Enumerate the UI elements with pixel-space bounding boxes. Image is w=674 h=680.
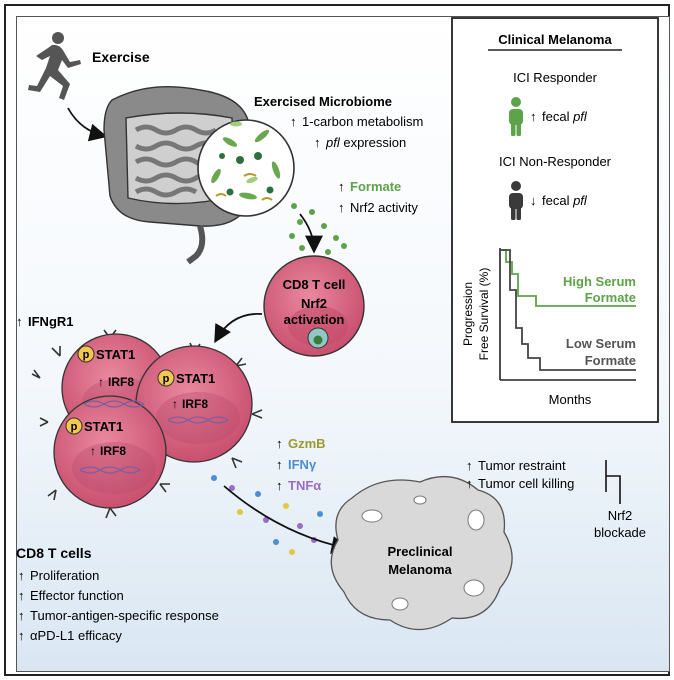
km-ylabel-1: Progression <box>461 282 475 346</box>
pfl-gene-label: pfl <box>325 135 341 150</box>
cd8-effects-title: CD8 T cells <box>16 545 92 561</box>
exercise-label: Exercise <box>92 49 150 65</box>
clinical-title: Clinical Melanoma <box>498 32 612 47</box>
stat1-label-2: STAT1 <box>176 371 215 386</box>
melanoma-label: Melanoma <box>388 562 452 577</box>
ifng-label: IFNγ <box>288 457 317 472</box>
dna-helices <box>79 400 229 474</box>
cd8-cell-nrf2: Nrf2 <box>301 296 327 311</box>
runner-icon <box>28 32 81 100</box>
clinical-panel: Clinical Melanoma ICI Responder ↑ fecal … <box>451 17 659 423</box>
nonresponder-pfl: fecal pfl <box>542 193 588 208</box>
microbiome-up-arrow-2: ↑ <box>314 135 321 150</box>
svg-text:↑: ↑ <box>18 628 25 643</box>
nonresponder-label: ICI Non-Responder <box>499 154 612 169</box>
km-survival-plot: Progression Free Survival (%) Months Hig… <box>461 248 636 407</box>
cd8-t-cell <box>263 255 365 357</box>
melanoma-tumor-icon <box>330 476 513 631</box>
phospho-p-2: p <box>163 373 170 385</box>
high-formate-label-1: High Serum <box>563 274 636 289</box>
inhibition-bracket <box>605 460 621 504</box>
nrf2-blockade-label-1: Nrf2 <box>608 508 633 523</box>
gzmb-label: GzmB <box>288 436 326 451</box>
cd8-cell-title: CD8 T cell <box>283 277 346 292</box>
responder-person-icon <box>509 97 523 136</box>
effect-item-1: Proliferation <box>30 568 99 583</box>
effect-item-4: αPD-L1 efficacy <box>30 628 122 643</box>
km-low-formate-curve <box>500 249 636 371</box>
formate-dots <box>289 203 347 255</box>
tumor-restraint-label: Tumor restraint <box>478 458 566 473</box>
cd8-effects-list: ↑ Proliferation ↑ Effector function ↑ Tu… <box>18 568 219 643</box>
irf8-up-2: ↑ <box>172 397 178 411</box>
low-formate-label-1: Low Serum <box>566 336 636 351</box>
exercise-arrow <box>67 107 108 142</box>
nonresponder-person-icon <box>509 181 523 220</box>
ifngr-up-arrow: ↑ <box>16 314 23 329</box>
cell-2-labels: p STAT1 ↑ IRF8 <box>157 369 215 411</box>
nrf2-blockade-label-2: blockade <box>594 525 646 540</box>
svg-text:↑: ↑ <box>18 568 25 583</box>
responder-pfl: fecal pfl <box>542 109 588 124</box>
cytokine-arrow <box>223 485 350 554</box>
cell-1-labels: p STAT1 ↑ IRF8 <box>77 345 135 389</box>
irf8-up-1: ↑ <box>98 375 104 389</box>
nonresponder-down: ↓ <box>530 193 537 208</box>
microbiome-title: Exercised Microbiome <box>254 94 392 109</box>
nrf2-up-arrow: ↑ <box>338 200 345 215</box>
stat1-label-1: STAT1 <box>96 347 135 362</box>
microbiome-zoom <box>197 119 295 217</box>
low-formate-label-2: Formate <box>585 353 636 368</box>
responder-label: ICI Responder <box>513 70 597 85</box>
nrf2-activity-label: Nrf2 activity <box>350 200 418 215</box>
tumor-killing-label: Tumor cell killing <box>478 476 574 491</box>
phospho-p-3: p <box>71 421 78 433</box>
phospho-p-1: p <box>83 349 90 361</box>
cytokine-dots <box>211 475 323 555</box>
cytokine-list: ↑ GzmB ↑ IFNγ ↑ TNFα <box>276 436 326 493</box>
tnfa-label: TNFα <box>288 478 321 493</box>
expression-label: expression <box>340 135 406 150</box>
cell-3-labels: p STAT1 ↑ IRF8 <box>65 417 126 458</box>
irf8-label-1: IRF8 <box>108 375 134 389</box>
irf8-label-2: IRF8 <box>182 397 208 411</box>
formate-up-arrow: ↑ <box>338 179 345 194</box>
ifng-up: ↑ <box>276 457 283 472</box>
activation-arrow <box>214 313 263 344</box>
ifngr-label: IFNgR1 <box>28 314 74 329</box>
tnfa-up: ↑ <box>276 478 283 493</box>
preclinical-label: Preclinical <box>387 544 452 559</box>
formate-label: Formate <box>350 179 401 194</box>
km-ylabel-2: Free Survival (%) <box>477 268 491 361</box>
km-xlabel: Months <box>549 392 592 407</box>
irf8-up-3: ↑ <box>90 444 96 458</box>
irf8-label-3: IRF8 <box>100 444 126 458</box>
restraint-up: ↑ <box>466 458 473 473</box>
high-formate-label-2: Formate <box>585 290 636 305</box>
cd8-cell-activation: activation <box>284 312 345 327</box>
svg-text:↑: ↑ <box>18 588 25 603</box>
formate-arrow <box>299 213 323 254</box>
microbiome-line2: pfl expression <box>325 135 406 150</box>
svg-text:↑: ↑ <box>18 608 25 623</box>
effect-item-3: Tumor-antigen-specific response <box>30 608 219 623</box>
stat1-label-3: STAT1 <box>84 419 123 434</box>
gzmb-up: ↑ <box>276 436 283 451</box>
microbiome-up-arrow-1: ↑ <box>290 114 297 129</box>
effect-item-2: Effector function <box>30 588 124 603</box>
responder-up: ↑ <box>530 109 537 124</box>
microbiome-line1: 1-carbon metabolism <box>302 114 423 129</box>
km-high-formate-curve <box>500 249 636 307</box>
killing-up: ↑ <box>466 476 473 491</box>
